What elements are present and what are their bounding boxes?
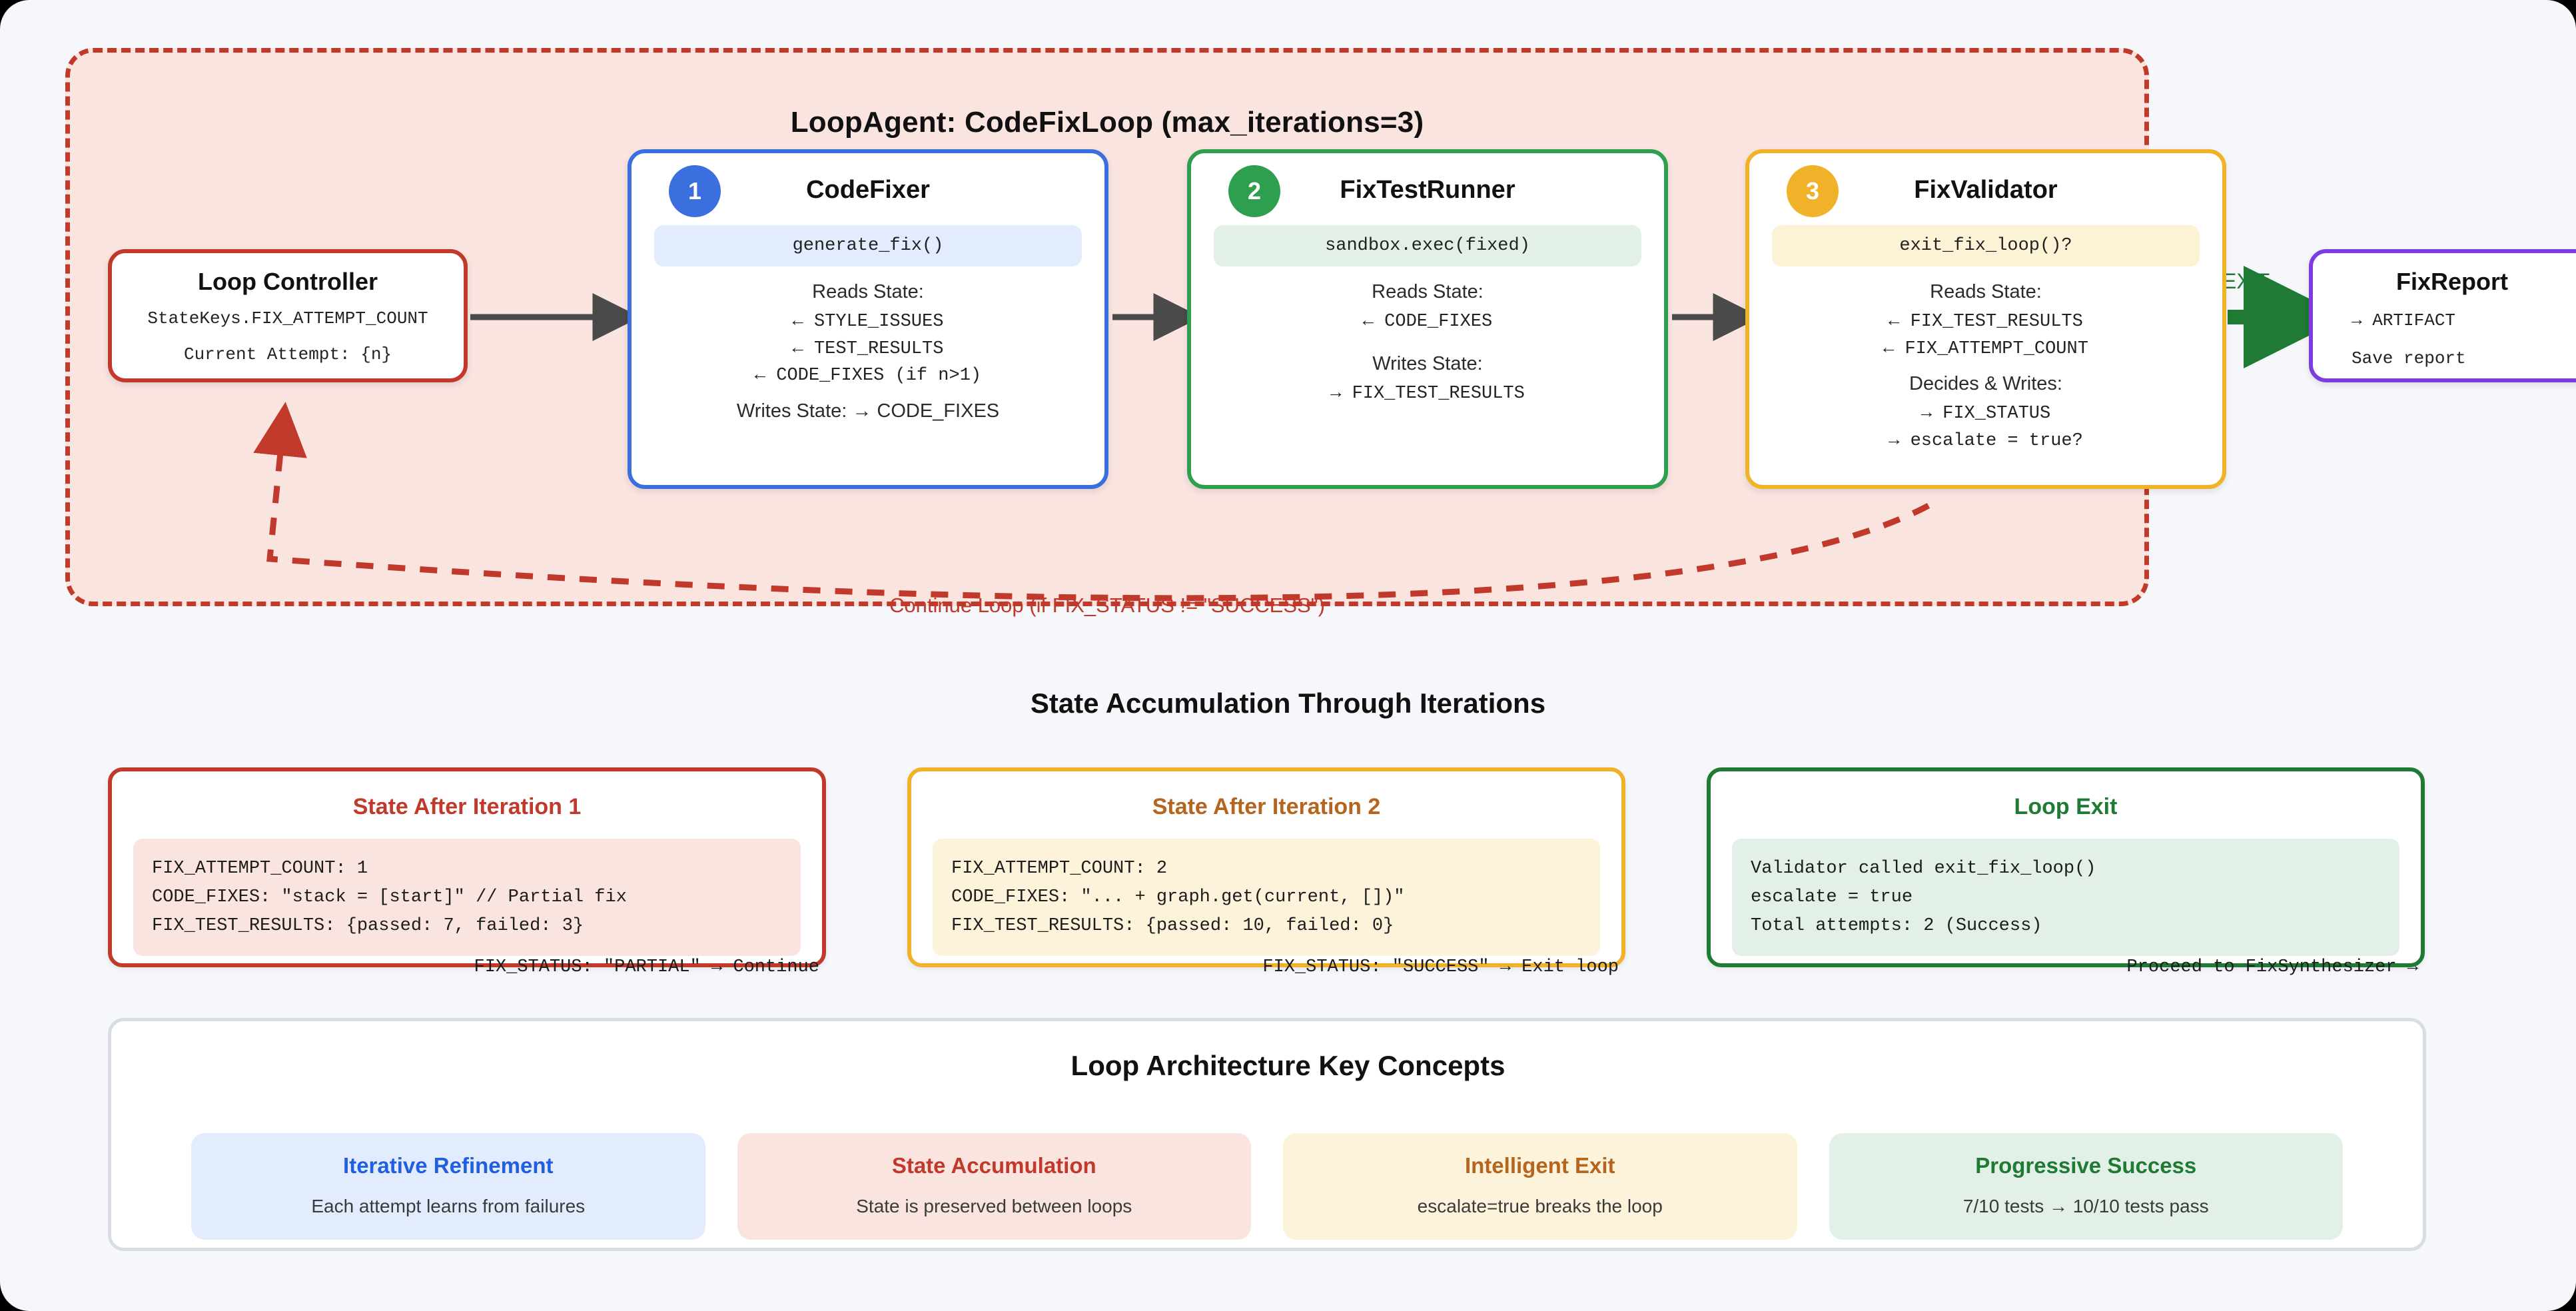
state-card-1-title: State After Iteration 1 bbox=[352, 794, 582, 819]
loop-controller-title: Loop Controller bbox=[198, 268, 378, 295]
state-card-2-line-2: FIX_TEST_RESULTS: {passed: 10, failed: 0… bbox=[951, 916, 1394, 937]
fixtestrunner-call-chip: sandbox.exec(fixed) bbox=[1214, 225, 1641, 266]
fixvalidator-title: FixValidator bbox=[1914, 176, 2058, 204]
fixtestrunner-node[interactable]: 2 FixTestRunner sandbox.exec(fixed) Read… bbox=[1187, 149, 1668, 489]
fixvalidator-write-0: → FIX_STATUS bbox=[1921, 404, 2051, 424]
fixtestrunner-write-0: → FIX_TEST_RESULTS bbox=[1330, 383, 1525, 404]
fixvalidator-call-chip: exit_fix_loop()? bbox=[1772, 225, 2200, 266]
state-card-1-line-0: FIX_ATTEMPT_COUNT: 1 bbox=[152, 859, 368, 879]
fixreport-artifact: → ARTIFACT bbox=[2352, 310, 2456, 330]
concept-0-title: Iterative Refinement bbox=[343, 1153, 554, 1178]
codefixer-read-2: ← CODE_FIXES (if n>1) bbox=[754, 366, 982, 386]
concept-3-title: Progressive Success bbox=[1975, 1153, 2197, 1178]
loop-controller-node[interactable]: Loop Controller StateKeys.FIX_ATTEMPT_CO… bbox=[108, 249, 468, 382]
fixreport-title: FixReport bbox=[2395, 268, 2508, 295]
fixvalidator-state-block: Reads State: ← FIX_TEST_RESULTS ← FIX_AT… bbox=[1749, 281, 2222, 454]
fixvalidator-writes-label: Decides & Writes: bbox=[1909, 373, 2062, 394]
fixreport-node[interactable]: FixReport → ARTIFACT Save report bbox=[2309, 249, 2576, 382]
codefixer-node[interactable]: 1 CodeFixer generate_fix() Reads State: … bbox=[628, 149, 1108, 489]
codefixer-call-chip: generate_fix() bbox=[654, 225, 1082, 266]
codefixer-title: CodeFixer bbox=[806, 176, 930, 204]
step-badge-3: 3 bbox=[1787, 165, 1839, 217]
loop-controller-statekey: StateKeys.FIX_ATTEMPT_COUNT bbox=[147, 308, 428, 328]
concept-1-desc: State is preserved between loops bbox=[856, 1196, 1132, 1216]
state-card-2-title: State After Iteration 2 bbox=[1152, 794, 1381, 819]
concept-progressive-success[interactable]: Progressive Success 7/10 tests → 10/10 t… bbox=[1829, 1133, 2343, 1240]
codefixer-read-1: ← TEST_RESULTS bbox=[792, 338, 944, 359]
state-card-1-body: FIX_ATTEMPT_COUNT: 1 CODE_FIXES: "stack … bbox=[133, 839, 801, 956]
codefixer-reads-label: Reads State: bbox=[812, 281, 924, 302]
concept-iterative-refinement[interactable]: Iterative Refinement Each attempt learns… bbox=[191, 1133, 705, 1240]
key-concepts-row: Iterative Refinement Each attempt learns… bbox=[191, 1133, 2343, 1240]
state-card-iteration-2[interactable]: State After Iteration 2 FIX_ATTEMPT_COUN… bbox=[907, 767, 1625, 977]
fixtestrunner-reads-label: Reads State: bbox=[1372, 281, 1484, 302]
state-card-3-line-1: escalate = true bbox=[1751, 887, 1913, 908]
fixvalidator-header: 3 FixValidator bbox=[1749, 153, 2222, 225]
state-card-3-line-2: Total attempts: 2 (Success) bbox=[1751, 916, 2042, 937]
concept-1-title: State Accumulation bbox=[891, 1153, 1096, 1178]
concept-state-accumulation[interactable]: State Accumulation State is preserved be… bbox=[737, 1133, 1251, 1240]
exit-label: EXIT bbox=[2222, 269, 2270, 293]
codefixer-state-block: Reads State: ← STYLE_ISSUES ← TEST_RESUL… bbox=[632, 281, 1104, 422]
concept-3-desc: 7/10 tests → 10/10 tests pass bbox=[1962, 1196, 2209, 1216]
fixvalidator-write-1: → escalate = true? bbox=[1889, 430, 2083, 451]
fixvalidator-node[interactable]: 3 FixValidator exit_fix_loop()? Reads St… bbox=[1745, 149, 2226, 489]
state-card-3-title: Loop Exit bbox=[2014, 794, 2118, 819]
fixtestrunner-title: FixTestRunner bbox=[1340, 176, 1515, 204]
state-card-2-line-0: FIX_ATTEMPT_COUNT: 2 bbox=[951, 859, 1168, 879]
state-card-1-line-1: CODE_FIXES: "stack = [start]" // Partial… bbox=[152, 887, 627, 908]
concept-2-desc: escalate=true breaks the loop bbox=[1417, 1196, 1663, 1216]
codefixer-header: 1 CodeFixer bbox=[632, 153, 1104, 225]
state-card-3-footer: Proceed to FixSynthesizer → bbox=[2126, 957, 2418, 977]
loop-controller-attempt: Current Attempt: {n} bbox=[183, 344, 392, 364]
fixreport-save: Save report bbox=[2352, 348, 2466, 368]
continue-loop-label: Continue Loop (if FIX_STATUS != "SUCCESS… bbox=[889, 594, 1325, 617]
state-card-2-footer: FIX_STATUS: "SUCCESS" → Exit loop bbox=[1262, 957, 1619, 977]
fixtestrunner-state-block: Reads State: ← CODE_FIXES Writes State: … bbox=[1191, 281, 1664, 407]
state-card-iteration-1[interactable]: State After Iteration 1 FIX_ATTEMPT_COUN… bbox=[108, 767, 826, 977]
fixtestrunner-writes-label: Writes State: bbox=[1372, 352, 1483, 374]
state-card-2-line-1: CODE_FIXES: "... + graph.get(current, []… bbox=[951, 887, 1405, 908]
fixtestrunner-read-0: ← CODE_FIXES bbox=[1362, 312, 1493, 332]
fixvalidator-reads-label: Reads State: bbox=[1930, 281, 2042, 302]
codefixer-writes-label: Writes State: → CODE_FIXES bbox=[736, 400, 1000, 422]
fixtestrunner-header: 2 FixTestRunner bbox=[1191, 153, 1664, 225]
state-card-1-footer: FIX_STATUS: "PARTIAL" → Continue bbox=[474, 957, 819, 977]
fixvalidator-read-0: ← FIX_TEST_RESULTS bbox=[1889, 312, 2083, 332]
key-concepts-panel: Iterative Refinement Each attempt learns… bbox=[108, 1018, 2426, 1251]
concept-0-desc: Each attempt learns from failures bbox=[311, 1196, 586, 1216]
concept-intelligent-exit[interactable]: Intelligent Exit escalate=true breaks th… bbox=[1283, 1133, 1797, 1240]
spacer bbox=[1191, 336, 1664, 353]
state-card-3-line-0: Validator called exit_fix_loop() bbox=[1751, 859, 2096, 879]
loop-agent-title: LoopAgent: CodeFixLoop (max_iterations=3… bbox=[790, 106, 1424, 139]
state-card-loop-exit[interactable]: Loop Exit Validator called exit_fix_loop… bbox=[1707, 767, 2425, 977]
concept-2-title: Intelligent Exit bbox=[1464, 1153, 1615, 1178]
state-card-2-body: FIX_ATTEMPT_COUNT: 2 CODE_FIXES: "... + … bbox=[933, 839, 1600, 956]
key-concepts-title: Loop Architecture Key Concepts bbox=[1071, 1050, 1505, 1081]
state-card-3-body: Validator called exit_fix_loop() escalat… bbox=[1732, 839, 2399, 956]
fixvalidator-read-1: ← FIX_ATTEMPT_COUNT bbox=[1883, 338, 2088, 359]
step-badge-1: 1 bbox=[669, 165, 721, 217]
state-section-title: State Accumulation Through Iterations bbox=[1030, 687, 1546, 719]
state-card-1-line-2: FIX_TEST_RESULTS: {passed: 7, failed: 3} bbox=[152, 916, 584, 937]
codefixer-read-0: ← STYLE_ISSUES bbox=[792, 312, 944, 332]
step-badge-2: 2 bbox=[1228, 165, 1280, 217]
